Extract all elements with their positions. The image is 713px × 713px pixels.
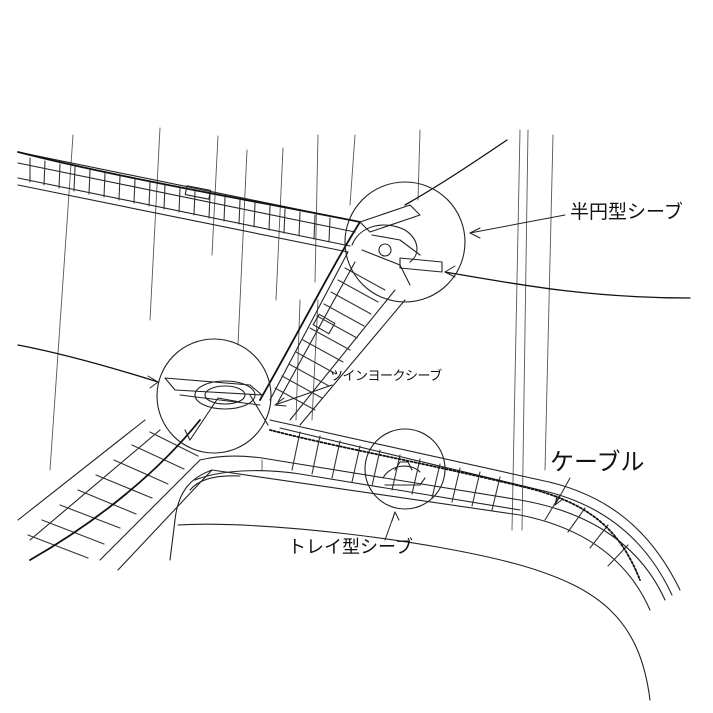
lower-cable-tray [169,419,681,701]
cable-upper-left [17,151,361,223]
diagonal-tray-rungs [274,267,386,411]
lower-left-tray-rungs [27,431,199,559]
lower-tray-rungs [291,431,629,567]
external-cables [17,139,691,383]
tray-sheave [364,428,446,510]
semicircle-sheave-label: 半円型シーブ [570,201,683,223]
semicircle-sheave [344,181,466,303]
twin-yoke-sheave-label: ツインヨークシーブ [330,369,442,384]
lower-left-cable-tray [17,419,213,571]
upper-cable-tray [17,151,361,253]
leader-lines [147,214,571,541]
cable-lower-run [269,429,641,581]
cable-diagonal [259,221,361,401]
background-vertical-lines [49,127,554,531]
cable-lower-left [29,419,201,561]
cable-label: ケーブル [550,448,645,476]
cable-path [17,151,641,581]
tray-sheave-label: トレイ型シーブ [288,537,413,558]
upper-tray-rungs [29,157,331,243]
twin-yoke-sheave [156,338,272,454]
diagonal-cable-tray [269,251,406,426]
